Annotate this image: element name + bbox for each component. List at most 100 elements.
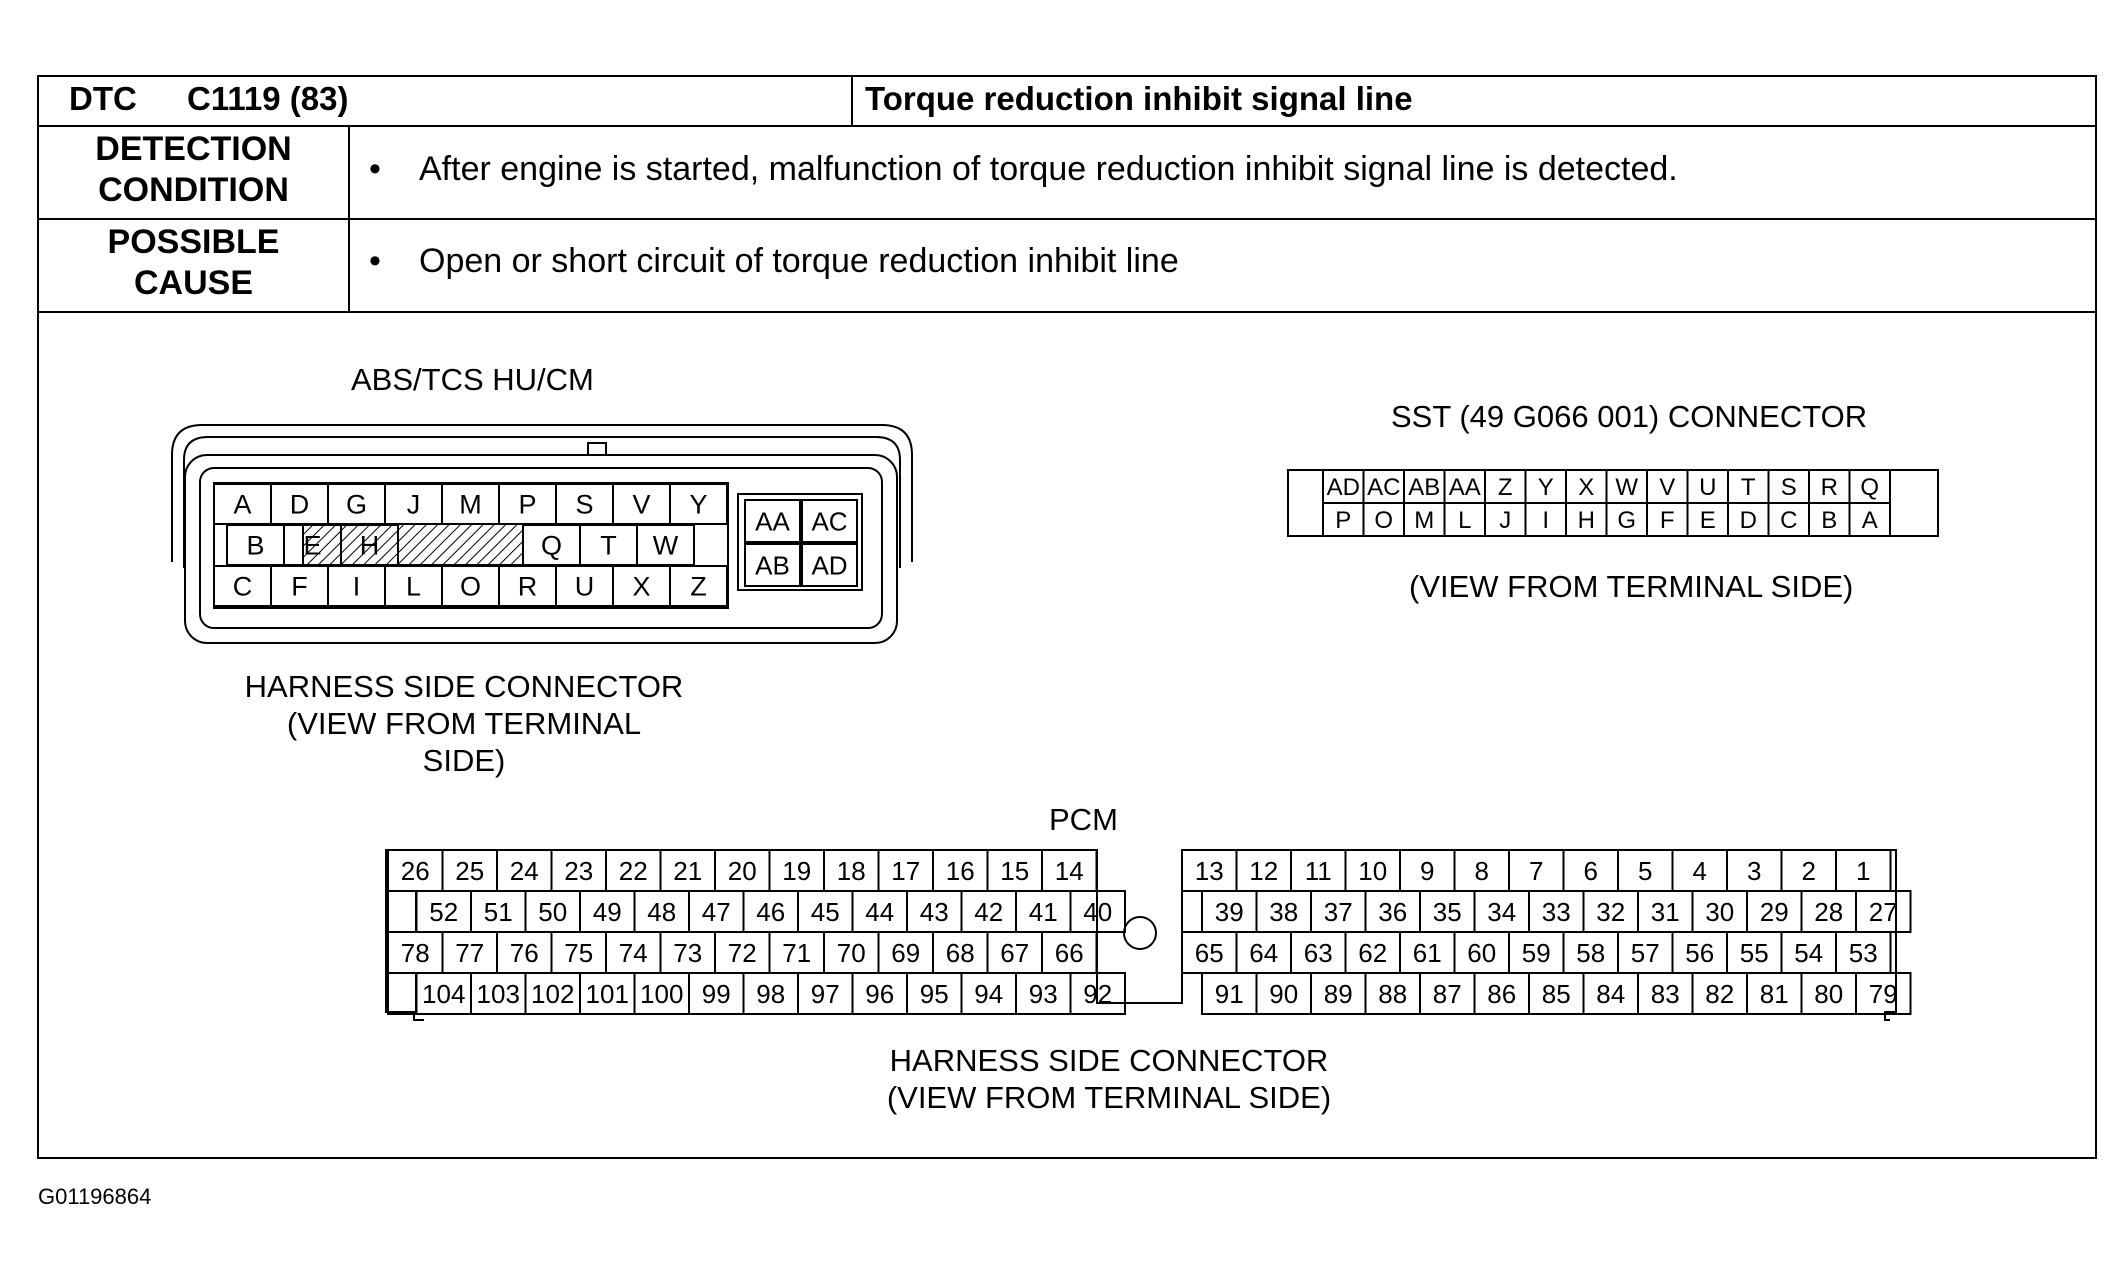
terminal-label: 94 — [974, 979, 1003, 1009]
pcm-terminal: 57 — [1617, 931, 1674, 974]
terminal-label: 77 — [455, 938, 484, 968]
terminal-label: 7 — [1529, 856, 1543, 886]
pcm-terminal: 36 — [1364, 890, 1421, 933]
sst-terminal: AB — [1403, 469, 1446, 504]
pcm-terminal: 94 — [960, 972, 1017, 1015]
terminal-label: C — [233, 572, 253, 602]
terminal-label: 76 — [510, 938, 539, 968]
terminal-label: 45 — [811, 897, 840, 927]
terminal-label: 100 — [640, 979, 683, 1009]
pcm-terminal: 47 — [688, 890, 745, 933]
pcm-terminal: 59 — [1508, 931, 1565, 974]
abs-terminal: Y — [669, 483, 728, 525]
terminal-label: 74 — [619, 938, 648, 968]
pcm-terminal: 26 — [387, 849, 444, 892]
pcm-terminal: 46 — [742, 890, 799, 933]
terminal-label: J — [1499, 507, 1511, 534]
abs-terminal: R — [498, 565, 557, 607]
terminal-label: H — [360, 531, 380, 561]
abs-terminal: W — [636, 524, 695, 566]
terminal-label: 33 — [1542, 897, 1571, 927]
sst-connector-title: SST (49 G066 001) CONNECTOR — [1391, 399, 1868, 434]
terminal-label: 63 — [1304, 938, 1333, 968]
detection-condition-label: DETECTION CONDITION — [95, 130, 292, 209]
sst-terminal: M — [1403, 502, 1446, 537]
pcm-terminal: 67 — [986, 931, 1043, 974]
pcm-terminal: 88 — [1364, 972, 1421, 1015]
terminal-label: 70 — [837, 938, 866, 968]
pcm-terminal: 16 — [932, 849, 989, 892]
terminal-label: AB — [755, 550, 790, 580]
pcm-terminal: 6 — [1562, 849, 1619, 892]
terminal-label: R — [518, 572, 538, 602]
pcm-terminal: 27 — [1855, 890, 1912, 933]
terminal-label: B — [246, 531, 264, 561]
abs-terminal: O — [441, 565, 500, 607]
terminal-label: 41 — [1029, 897, 1058, 927]
terminal-label: 30 — [1705, 897, 1734, 927]
pcm-terminal: 79 — [1855, 972, 1912, 1015]
pcm-terminal: 40 — [1069, 890, 1126, 933]
terminal-label: 48 — [647, 897, 676, 927]
terminal-label: 88 — [1378, 979, 1407, 1009]
terminal-label: AC — [811, 506, 847, 536]
pcm-terminal: 81 — [1746, 972, 1803, 1015]
terminal-label: 3 — [1747, 856, 1761, 886]
terminal-label: E — [1700, 507, 1716, 534]
terminal-label: 29 — [1760, 897, 1789, 927]
pcm-terminal: 103 — [470, 972, 527, 1015]
terminal-label: W — [653, 531, 679, 561]
terminal-label: 43 — [920, 897, 949, 927]
pcm-terminal: 52 — [415, 890, 472, 933]
pcm-terminal: 85 — [1528, 972, 1585, 1015]
terminal-label: 78 — [401, 938, 430, 968]
pcm-terminal: 62 — [1344, 931, 1401, 974]
terminal-label: 52 — [429, 897, 458, 927]
pcm-terminal: 45 — [797, 890, 854, 933]
pcm-terminal: 31 — [1637, 890, 1694, 933]
abs-terminal: S — [555, 483, 614, 525]
terminal-label: I — [1542, 507, 1549, 534]
pcm-terminal: 4 — [1671, 849, 1728, 892]
terminal-label: 50 — [538, 897, 567, 927]
sst-terminal: L — [1443, 502, 1486, 537]
terminal-label: O — [1374, 507, 1393, 534]
pcm-terminal: 29 — [1746, 890, 1803, 933]
bullet: • — [369, 242, 381, 280]
terminal-label: 9 — [1420, 856, 1434, 886]
terminal-label: 37 — [1324, 897, 1353, 927]
abs-terminal: P — [498, 483, 557, 525]
terminal-label: 19 — [782, 856, 811, 886]
abs-terminal: T — [579, 524, 638, 566]
abs-terminal: Q — [522, 524, 581, 566]
terminal-label: V — [632, 490, 650, 520]
sst-terminal: W — [1605, 469, 1648, 504]
terminal-label: 83 — [1651, 979, 1680, 1009]
terminal-label: 53 — [1849, 938, 1878, 968]
sst-terminal: B — [1808, 502, 1851, 537]
terminal-label: 57 — [1631, 938, 1660, 968]
terminal-label: 36 — [1378, 897, 1407, 927]
terminal-label: 92 — [1083, 979, 1112, 1009]
pcm-terminal: 37 — [1310, 890, 1367, 933]
terminal-label: AB — [1408, 474, 1440, 501]
sst-terminal: O — [1362, 502, 1405, 537]
terminal-label: 21 — [673, 856, 702, 886]
pcm-terminal: 77 — [441, 931, 498, 974]
terminal-label: U — [1699, 474, 1716, 501]
sst-terminal: X — [1565, 469, 1608, 504]
terminal-label: AD — [811, 550, 847, 580]
terminal-label: 103 — [477, 979, 520, 1009]
terminal-label: 14 — [1055, 856, 1084, 886]
dtc-info-table: DTC C1119 (83) Torque reduction inhibit … — [37, 75, 2097, 1159]
terminal-label: 62 — [1358, 938, 1387, 968]
terminal-label: 17 — [891, 856, 920, 886]
terminal-label: 55 — [1740, 938, 1769, 968]
pcm-terminal: 44 — [851, 890, 908, 933]
sst-terminal: Z — [1484, 469, 1527, 504]
terminal-label: 44 — [865, 897, 894, 927]
terminal-label: 2 — [1802, 856, 1816, 886]
terminal-label: 67 — [1000, 938, 1029, 968]
terminal-label: 54 — [1794, 938, 1823, 968]
